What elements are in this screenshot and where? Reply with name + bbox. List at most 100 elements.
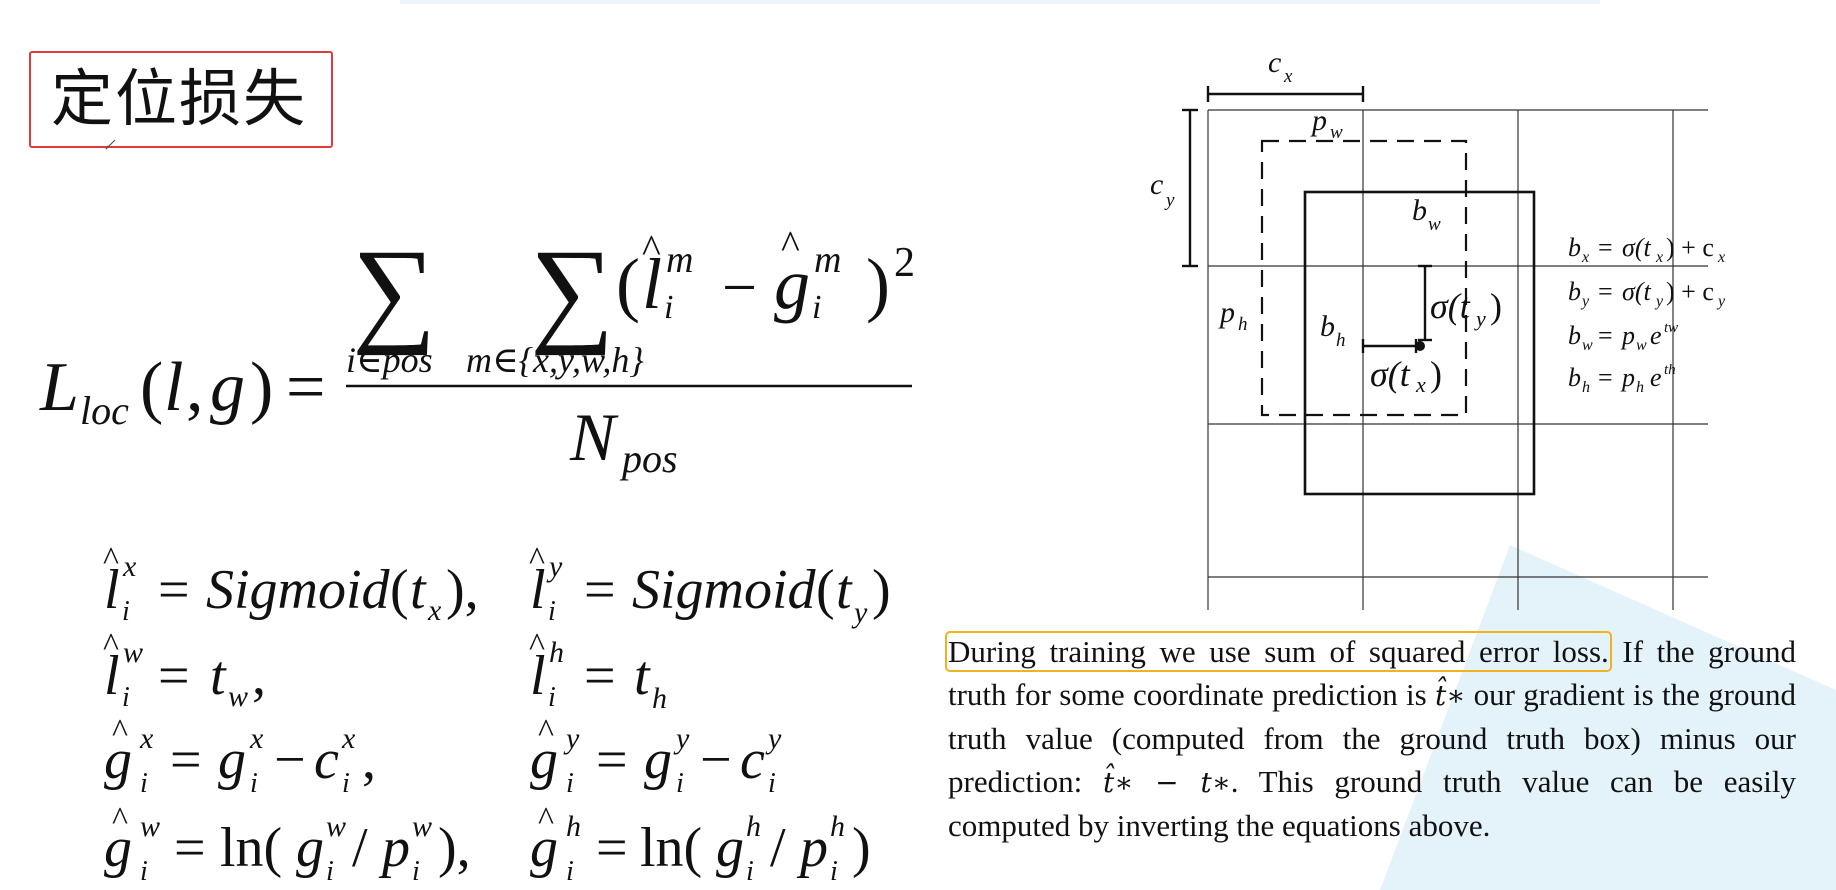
svg-text:i: i — [122, 596, 130, 627]
svg-text:h: h — [1582, 379, 1590, 396]
def-g-x: g ^ x i = g x i − c x i , — [104, 713, 376, 799]
svg-text:) + c: ) + c — [1666, 233, 1714, 262]
svg-text:th: th — [1664, 362, 1676, 378]
svg-text:b: b — [1568, 277, 1581, 306]
svg-text:i: i — [566, 768, 574, 799]
svg-text:y: y — [851, 596, 868, 629]
svg-text:=: = — [584, 559, 616, 621]
svg-text:),: ), — [438, 817, 471, 879]
svg-text:h: h — [830, 810, 845, 843]
svg-text:=: = — [286, 349, 325, 426]
svg-text:/: / — [770, 817, 786, 879]
svg-text:,: , — [252, 645, 266, 707]
label-bh: b — [1320, 310, 1335, 343]
svg-text:p: p — [796, 817, 828, 879]
svg-text:i: i — [768, 768, 776, 799]
svg-text:b: b — [1568, 321, 1581, 350]
svg-text:x: x — [249, 722, 264, 755]
svg-text:): ) — [852, 817, 871, 879]
svg-text:ln(: ln( — [640, 817, 702, 879]
svg-text:=: = — [1598, 321, 1613, 350]
svg-text:=: = — [1598, 277, 1613, 306]
svg-text:w: w — [140, 810, 160, 843]
label-sigma-ty: σ(t y ) — [1430, 286, 1502, 331]
svg-text:t: t — [410, 559, 427, 621]
label-sigma-tx: σ(t x ) — [1370, 354, 1442, 397]
svg-text:h: h — [566, 810, 581, 843]
svg-text:l: l — [104, 645, 120, 707]
svg-text:w: w — [1330, 122, 1343, 143]
svg-text:g: g — [644, 729, 672, 791]
svg-text:g: g — [530, 729, 558, 791]
svg-text:): ) — [1430, 354, 1442, 394]
svg-text:^: ^ — [538, 801, 554, 838]
svg-text:l: l — [530, 559, 546, 621]
paper-math-1: t̂∗ — [1435, 679, 1466, 712]
svg-text:m: m — [666, 239, 693, 281]
svg-text:ln(: ln( — [220, 817, 282, 879]
svg-text:w: w — [1582, 337, 1593, 354]
svg-text:i: i — [412, 856, 420, 887]
svg-text:=: = — [596, 817, 628, 879]
svg-text:e: e — [1650, 321, 1662, 350]
sigma-ty-bracket — [1418, 264, 1432, 342]
sum-index-m: m∈{x,y,w,h} — [466, 340, 644, 380]
def-l-y: l ^ y i = Sigmoid ( t y ) — [529, 541, 891, 629]
eq-bw: b w = p w e tw — [1568, 320, 1678, 354]
svg-text:(: ( — [140, 349, 163, 426]
paper-text-part2: our gradient is the ground truth value (… — [948, 677, 1796, 799]
svg-text:): ) — [250, 349, 273, 426]
svg-text:−: − — [722, 254, 757, 322]
svg-text:g: g — [530, 817, 558, 879]
svg-text:g: g — [104, 729, 132, 791]
svg-text:p: p — [378, 817, 410, 879]
svg-text:^: ^ — [781, 222, 800, 267]
svg-text:i: i — [250, 768, 258, 799]
svg-text:) + c: ) + c — [1666, 277, 1714, 306]
prior-box — [1260, 139, 1468, 417]
svg-text:g: g — [716, 817, 744, 879]
def-g-y: g ^ y i = g y i − c y i — [530, 713, 782, 799]
def-l-x: l ^ x i = Sigmoid ( t x ), — [103, 541, 479, 627]
svg-text:y: y — [1654, 293, 1664, 310]
paper-text-part3: . This ground truth value can be easily … — [948, 764, 1797, 843]
label-pw: p — [1310, 104, 1327, 137]
paper-text-part1: If the ground truth for some coordinate … — [948, 634, 1796, 712]
def-l-h: l ^ h i = t h — [529, 627, 667, 715]
eq-by: b y = σ(t y ) + c y — [1568, 277, 1726, 310]
svg-text:i: i — [548, 596, 556, 627]
svg-text:loc: loc — [80, 388, 129, 433]
svg-text:x: x — [427, 594, 442, 627]
svg-text:−: − — [700, 729, 732, 791]
svg-text:i: i — [342, 768, 350, 799]
svg-text:^: ^ — [103, 541, 119, 578]
highlighted-sentence: During training we use sum of squared er… — [945, 631, 1612, 672]
svg-text:i: i — [812, 289, 821, 326]
svg-text:y: y — [563, 722, 580, 755]
grid-lines — [1207, 109, 1708, 610]
label-bw: b — [1412, 194, 1427, 227]
svg-text:w: w — [326, 810, 346, 843]
svg-text:=: = — [1598, 363, 1613, 392]
svg-text:tw: tw — [1664, 320, 1678, 336]
svg-text:x: x — [1655, 249, 1663, 266]
eq-bx: b x = σ(t x ) + c x — [1568, 233, 1725, 266]
cy-bracket — [1182, 108, 1198, 268]
svg-text:): ) — [866, 244, 890, 324]
eq-bh: b h = p h e th — [1568, 362, 1676, 396]
svg-text:g: g — [210, 349, 245, 426]
svg-text:^: ^ — [112, 801, 128, 838]
svg-text:N: N — [569, 399, 619, 475]
svg-text:g: g — [218, 729, 246, 791]
paper-math-2: t̂∗ − t∗ — [1103, 766, 1231, 799]
label-cx: c — [1268, 46, 1281, 79]
svg-text:t: t — [634, 645, 651, 707]
svg-text:l: l — [530, 645, 546, 707]
svg-text:i: i — [830, 856, 838, 887]
svg-text:l: l — [642, 244, 662, 324]
svg-text:i: i — [746, 856, 754, 887]
svg-text:h: h — [1238, 314, 1248, 335]
svg-text:i: i — [326, 856, 334, 887]
svg-text:x: x — [1415, 372, 1426, 397]
